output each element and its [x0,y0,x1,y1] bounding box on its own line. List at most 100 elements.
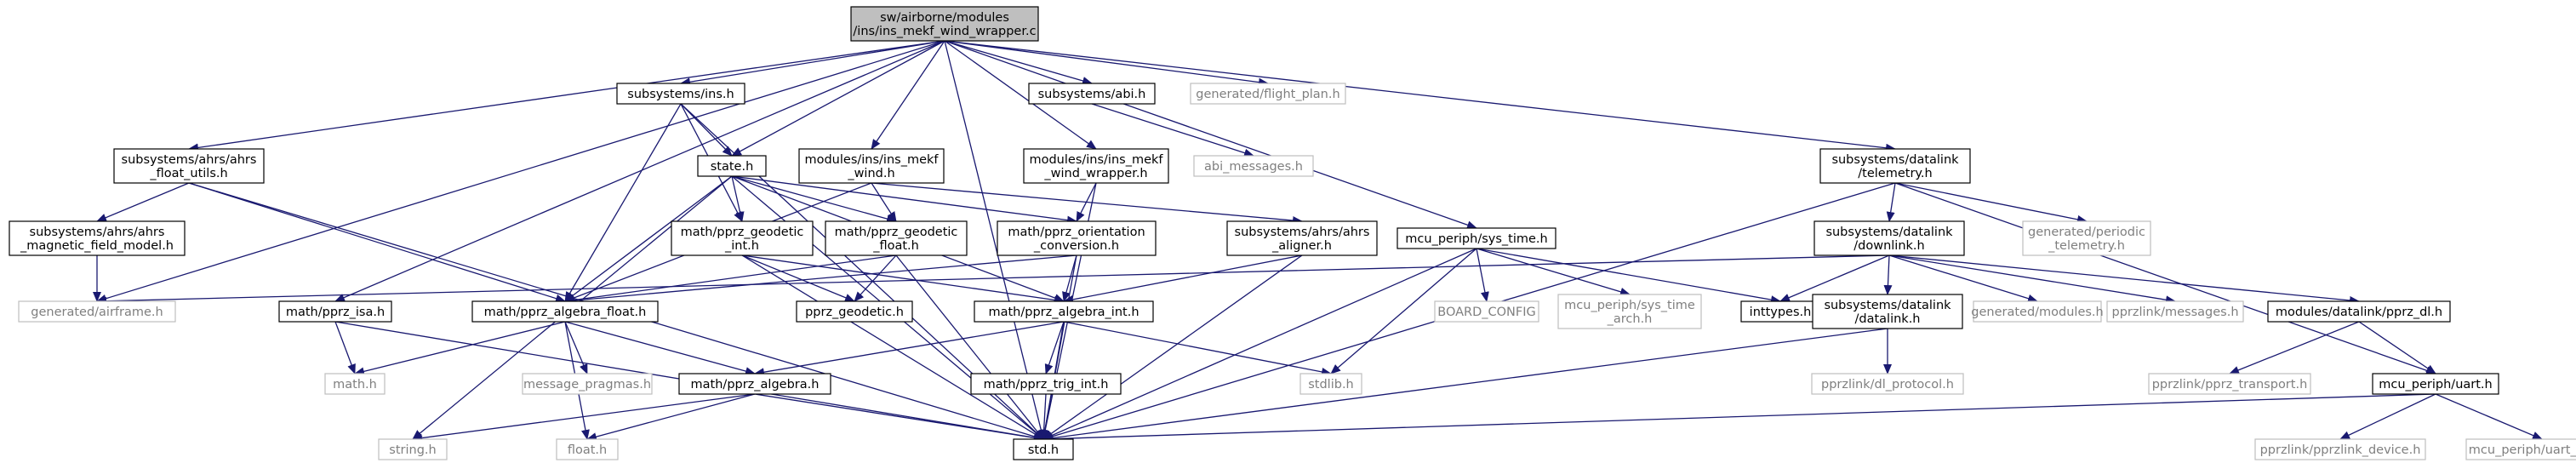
node-label: /downlink.h [1853,239,1924,253]
node-label: _telemetry.h [2048,239,2125,253]
edge-ins-h-to-pprz-algebra-float-h [564,103,682,302]
node-abi-messages-h: abi_messages.h [1193,155,1314,177]
node-abi-h[interactable]: subsystems/abi.h [1028,83,1156,105]
node-label: string.h [389,443,436,457]
node-box [1740,300,1820,323]
edge-ins-h-to-state-h [680,103,733,157]
node-ahrs-magnetic-field-model-h[interactable]: subsystems/ahrs/ahrs_magnetic_field_mode… [9,220,186,256]
node-pprz-geodetic-int-h[interactable]: math/pprz_geodetic_int.h [671,220,814,256]
node-label: pprzlink/pprzlink_device.h [2260,443,2421,457]
edge-uart-h-to-std-h [1042,393,2436,443]
node-label: _magnetic_field_model.h [20,239,174,253]
node-inttypes-h[interactable]: inttypes.h [1740,300,1820,323]
node-label: mcu_periph/uart_arch.h [2469,443,2576,457]
node-box [2106,300,2244,323]
node-label: math/pprz_algebra_float.h [484,306,647,319]
edge-ins-mekf-wind-h-to-pprz-geodetic-float-h [871,182,897,222]
node-label: pprzlink/messages.h [2111,306,2238,319]
node-pprz-geodetic-float-h[interactable]: math/pprz_geodetic_float.h [825,220,968,256]
node-std-h[interactable]: std.h [1013,438,1074,460]
node-box [1557,294,1702,329]
node-ahrs-float-utils-h[interactable]: subsystems/ahrs/ahrs_float_utils.h [113,148,265,184]
node-uart-h[interactable]: mcu_periph/uart.h [2372,373,2499,395]
node-label: /datalink.h [1855,312,1921,326]
node-label: subsystems/datalink [1831,153,1959,167]
node-label: math.h [333,378,377,392]
edge-state-h-to-pprz-geodetic-float-h [731,175,897,223]
node-downlink-h[interactable]: subsystems/datalink/downlink.h [1813,220,1965,256]
node-sys-time-h[interactable]: mcu_periph/sys_time.h [1397,227,1556,249]
node-label: _wind.h [847,167,894,180]
edge-ahrs-float-utils-h-to-ahrs-magnetic-field-model-h [96,182,190,222]
edge-root-to-std-h [944,40,1046,440]
node-pprz-dl-h[interactable]: modules/datalink/pprz_dl.h [2267,300,2451,323]
edge-pprz-algebra-float-h-to-math-h [354,321,566,376]
node-ahrs-aligner-h[interactable]: subsystems/ahrs/ahrs_aligner.h [1226,220,1378,256]
edge-root-to-abi-h [944,40,1093,85]
node-label: sw/airborne/modules [880,11,1009,25]
node-datalink-h[interactable]: subsystems/datalink/datalink.h [1812,294,1963,329]
node-generated-modules-h: generated/modules.h [1971,300,2104,323]
node-pprz-algebra-h[interactable]: math/pprz_algebra.h [678,373,831,395]
node-label: _float.h [872,239,919,253]
node-pprz-trig-int-h[interactable]: math/pprz_trig_int.h [970,373,1122,395]
edge-ahrs-aligner-h-to-pprz-algebra-int-h [1063,254,1303,304]
edge-pprz-algebra-int-h-to-stdlib-h [1063,321,1332,376]
node-root[interactable]: sw/airborne/modules/ins/ins_mekf_wind_wr… [850,6,1039,42]
edge-downlink-h-to-inttypes-h [1779,254,1890,302]
node-label: stdlib.h [1308,378,1354,392]
edge-root-to-flight-plan-h [944,40,1269,87]
node-label: mcu_periph/uart.h [2379,378,2492,392]
node-pprz-orientation-conversion-h[interactable]: math/pprz_orientation_conversion.h [997,220,1157,256]
node-box [1813,220,1965,256]
edge-telemetry-h-to-uart-h [1894,182,2436,375]
edge-downlink-h-to-generated-modules-h [1888,254,2038,303]
node-box [556,438,619,460]
node-label: /telemetry.h [1858,167,1932,180]
node-label: _arch.h [1607,312,1653,326]
node-label: _float_utils.h [149,167,227,180]
node-telemetry-h[interactable]: subsystems/datalink/telemetry.h [1819,148,1971,184]
node-pprz-algebra-int-h[interactable]: math/pprz_algebra_int.h [974,300,1154,323]
node-box [974,300,1154,323]
node-box [997,220,1157,256]
node-box [522,373,653,395]
edge-pprz-dl-h-to-uart-h [2358,321,2436,374]
edge-downlink-h-to-pprz-dl-h [1888,254,2360,305]
node-label: pprzlink/dl_protocol.h [1821,378,1954,392]
node-box [1193,155,1314,177]
node-box [616,83,745,105]
node-ins-mekf-wind-h[interactable]: modules/ins/ins_mekf_wind.h [798,148,945,184]
edge-root-to-telemetry-h [944,40,1896,152]
node-label: modules/datalink/pprz_dl.h [2276,306,2442,319]
node-box [113,148,265,184]
node-label: /ins/ins_mekf_wind_wrapper.c [853,25,1036,38]
node-pprz-algebra-float-h[interactable]: math/pprz_algebra_float.h [471,300,659,323]
node-label: message_pragmas.h [523,378,651,392]
node-label: state.h [711,160,754,174]
node-box [1028,83,1156,105]
node-label: _int.h [724,239,759,253]
node-box [1013,438,1074,460]
node-label: math/pprz_algebra.h [691,378,820,392]
node-label: generated/modules.h [1971,306,2103,319]
node-box [1397,227,1556,249]
node-message-pragmas-h: message_pragmas.h [522,373,653,395]
node-sys-time-arch-h: mcu_periph/sys_time_arch.h [1557,294,1702,329]
node-state-h[interactable]: state.h [697,155,767,177]
node-ins-mekf-wind-wrapper-h[interactable]: modules/ins/ins_mekf_wind_wrapper.h [1023,148,1169,184]
node-label: _wind_wrapper.h [1043,167,1147,180]
node-label: mcu_periph/sys_time.h [1405,232,1547,246]
node-label: _aligner.h [1271,239,1332,253]
node-string-h: string.h [378,438,448,460]
node-pprz-transport-h: pprzlink/pprz_transport.h [2148,373,2311,395]
node-pprz-isa-h[interactable]: math/pprz_isa.h [278,300,392,323]
node-box [471,300,659,323]
edge-state-h-to-pprz-orientation-conversion-h [731,175,1077,225]
edge-pprz-algebra-float-h-to-message-pragmas-h [564,321,588,374]
node-pprz-geodetic-h[interactable]: pprz_geodetic.h [796,300,913,323]
node-ins-h[interactable]: subsystems/ins.h [616,83,745,105]
node-box [1190,83,1346,105]
edge-sys-time-h-to-board-config [1476,248,1489,302]
node-label: subsystems/datalink [1824,299,1951,312]
